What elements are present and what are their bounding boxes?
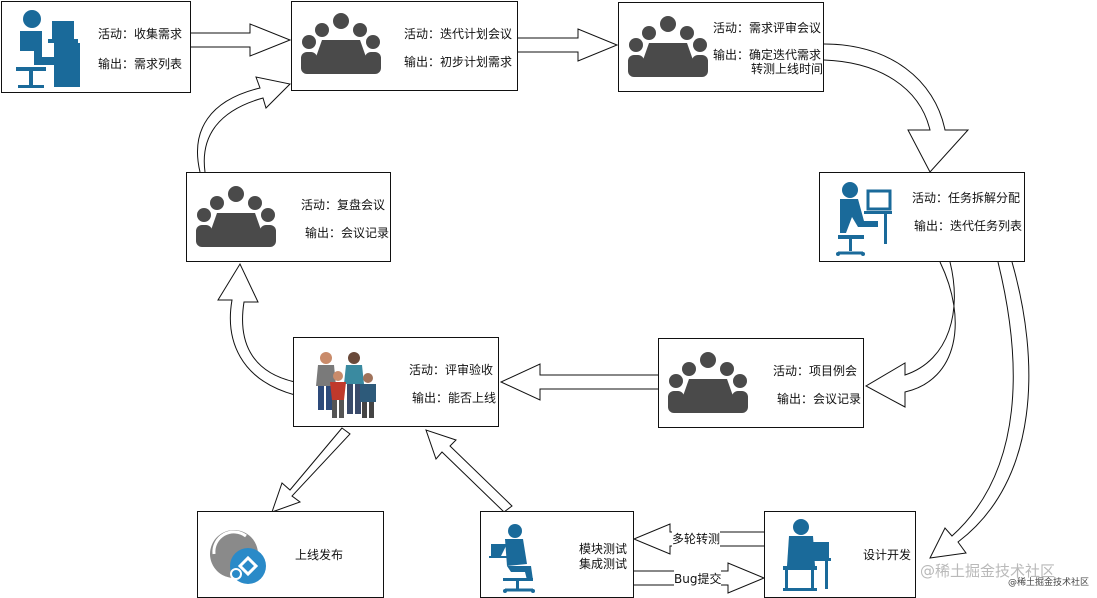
- output-text: 输出：初步计划需求: [404, 55, 513, 69]
- arrow-task-to-standup: [864, 261, 956, 408]
- activity-text: 活动：迭代计划会议: [404, 27, 513, 41]
- arrow-retro-to-plan: [197, 76, 292, 173]
- node-project-standup: 活动：项目例会 输出：会议记录: [658, 338, 864, 428]
- computer-worker-icon: [489, 524, 535, 593]
- computer-worker-icon: [836, 182, 892, 256]
- release-label: 上线发布: [295, 548, 344, 562]
- activity-text: 活动：任务拆解分配: [912, 191, 1021, 205]
- output-text: 输出：需求列表: [98, 57, 183, 71]
- meeting-icon: [668, 352, 748, 413]
- arrow-standup-to-acceptance: [499, 363, 658, 401]
- node-acceptance-review: 活动：评审验收 输出：能否上线: [293, 337, 499, 427]
- watermark-small: @稀土掘金技术社区: [1008, 578, 1090, 588]
- activity-text: 活动：项目例会: [773, 364, 858, 378]
- output-text: 输出：能否上线: [412, 391, 497, 405]
- arrow-review-to-task: [823, 43, 970, 173]
- arrow-acceptance-to-release: [271, 427, 351, 513]
- activity-text: 活动：需求评审会议: [713, 21, 822, 35]
- arrow-task-to-develop: [929, 261, 1030, 559]
- meeting-icon: [628, 16, 708, 77]
- node-collect-requirements: 活动：收集需求 输出：需求列表: [1, 1, 191, 93]
- edge-label-retest: 多轮转测: [672, 530, 721, 547]
- activity-text: 活动：复盘会议: [301, 198, 386, 212]
- node-iteration-plan: 活动：迭代计划会议 输出：初步计划需求: [291, 1, 518, 91]
- desk-worker-icon: [16, 10, 80, 88]
- output-text-line2: 转测上线时间: [751, 62, 824, 76]
- edge-label-bug-submit: Bug提交: [674, 570, 722, 587]
- meeting-icon: [301, 13, 381, 74]
- output-text: 输出：会议记录: [777, 392, 862, 406]
- node-task-split: 活动：任务拆解分配 输出：迭代任务列表: [819, 172, 1025, 262]
- develop-label: 设计开发: [863, 548, 912, 562]
- node-testing: 模块测试 集成测试: [480, 511, 634, 598]
- arrow-testing-to-acceptance: [425, 429, 513, 513]
- testing-line1: 模块测试: [579, 542, 628, 556]
- output-text: 输出：确定迭代需求: [713, 48, 822, 62]
- arrow-acceptance-to-retro: [217, 262, 296, 396]
- activity-text: 活动：收集需求: [98, 27, 183, 41]
- activity-text: 活动：评审验收: [409, 363, 494, 377]
- azure-devops-icon: [210, 530, 266, 584]
- output-text: 输出：会议记录: [305, 226, 390, 240]
- arrow-plan-to-review: [518, 28, 619, 62]
- computer-worker-icon: [783, 519, 831, 591]
- node-release: 上线发布: [197, 511, 384, 598]
- arrow-collect-to-plan: [191, 23, 292, 57]
- output-text: 输出：迭代任务列表: [914, 219, 1023, 233]
- team-people-icon: [316, 352, 376, 418]
- node-requirements-review: 活动：需求评审会议 输出：确定迭代需求 转测上线时间: [618, 2, 824, 92]
- testing-line2: 集成测试: [579, 557, 628, 571]
- node-develop: 设计开发: [764, 511, 916, 598]
- watermark: @稀土掘金技术社区: [920, 562, 1056, 580]
- meeting-icon: [196, 186, 276, 247]
- node-retrospective: 活动：复盘会议 输出：会议记录: [186, 172, 391, 262]
